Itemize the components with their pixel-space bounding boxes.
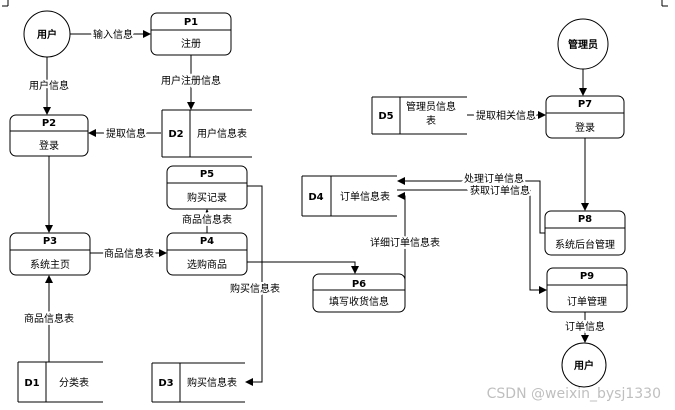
flow-order-info: 订单信息 <box>563 312 607 343</box>
process-p1: P1 注册 <box>150 12 232 56</box>
flow-fetch-related: 提取相关信息 <box>467 107 546 124</box>
process-p7: P7 登录 <box>545 95 625 139</box>
store-d1-name: 分类表 <box>59 376 89 389</box>
flow-p4-p6 <box>247 261 359 274</box>
flow-fetch-related-label: 提取相关信息 <box>476 109 536 122</box>
store-d2: D2 用户信息表 <box>161 109 252 158</box>
entity-user-bottom-label: 用户 <box>573 359 594 372</box>
flow-goods-d1-p3: 商品信息表 <box>22 275 76 362</box>
flow-detail-order-label: 详细订单信息表 <box>370 236 440 249</box>
flow-order-info-label: 订单信息 <box>565 320 605 333</box>
process-p1-name: 注册 <box>181 37 201 50</box>
store-d4-name: 订单信息表 <box>340 190 390 203</box>
flow-goods-p4-p5-label: 商品信息表 <box>182 213 232 226</box>
flow-user-info: 用户信息 <box>27 57 71 115</box>
flow-fetch-info: 提取信息 <box>88 125 161 142</box>
process-p3: P3 系统主页 <box>9 232 91 276</box>
process-p2-id: P2 <box>42 118 56 129</box>
flow-purchase-info: 购买信息表 <box>228 185 282 386</box>
process-p4-id: P4 <box>200 236 214 247</box>
flow-goods-d1-label: 商品信息表 <box>24 312 74 325</box>
process-p5-id: P5 <box>200 169 214 180</box>
process-p9: P9 订单管理 <box>546 267 628 313</box>
store-d5-name-line2: 表 <box>426 114 436 127</box>
flow-user-info-label: 用户信息 <box>29 79 69 92</box>
process-p7-id: P7 <box>578 99 592 110</box>
store-d2-name: 用户信息表 <box>197 127 247 140</box>
store-d2-id: D2 <box>168 129 183 140</box>
entity-user-top: 用户 <box>23 10 71 58</box>
store-d3-id: D3 <box>158 378 173 389</box>
flow-input-info-label: 输入信息 <box>93 28 133 41</box>
process-p9-name: 订单管理 <box>567 295 607 308</box>
store-d5: D5 管理员信息 表 <box>371 96 467 135</box>
process-p7-name: 登录 <box>575 121 595 134</box>
process-p1-id: P1 <box>184 17 198 28</box>
process-p8: P8 系统后台管理 <box>544 210 626 256</box>
entity-user-bottom: 用户 <box>561 342 607 388</box>
flow-process-order-label: 处理订单信息 <box>464 172 524 185</box>
flow-fetch-info-label: 提取信息 <box>106 127 146 140</box>
store-d3: D3 购买信息表 <box>151 362 245 403</box>
process-p4-name: 选购商品 <box>187 258 227 271</box>
process-p5-name: 购买记录 <box>187 191 227 204</box>
store-d3-name: 购买信息表 <box>187 376 237 389</box>
process-p3-id: P3 <box>43 236 57 247</box>
flow-process-order: 处理订单信息 <box>397 170 545 234</box>
flow-get-order-label: 获取订单信息 <box>470 184 530 197</box>
process-p6-name: 填写收货信息 <box>329 295 389 308</box>
process-p4: P4 选购商品 <box>166 232 248 276</box>
store-d5-id: D5 <box>378 111 393 122</box>
watermark: CSDN @weixin_bysj1330 <box>486 386 661 402</box>
flow-purchase-info-label: 购买信息表 <box>230 282 280 295</box>
flow-detail-order: 详细订单信息表 <box>368 192 442 293</box>
entity-user-top-label: 用户 <box>36 28 57 41</box>
flow-goods-p4-p5: 商品信息表 <box>180 209 234 233</box>
process-p8-name: 系统后台管理 <box>555 238 615 251</box>
process-p2-name: 登录 <box>39 139 59 152</box>
process-p8-id: P8 <box>578 214 592 225</box>
entity-admin-label: 管理员 <box>568 38 598 51</box>
process-p2: P2 登录 <box>9 114 89 157</box>
entity-admin: 管理员 <box>557 18 609 70</box>
store-d4: D4 订单信息表 <box>301 175 397 217</box>
flow-goods-p3-p4-label: 商品信息表 <box>104 247 154 260</box>
flow-input-info: 输入信息 <box>70 26 151 43</box>
process-p6-id: P6 <box>352 279 366 290</box>
process-p3-name: 系统主页 <box>30 258 70 271</box>
flow-goods-p3-p4: 商品信息表 <box>90 245 167 262</box>
corner-marks <box>2 0 668 7</box>
store-d1-id: D1 <box>24 378 39 389</box>
flow-user-reg-info-label: 用户注册信息 <box>161 74 221 87</box>
process-p6: P6 填写收货信息 <box>312 273 406 313</box>
process-p5: P5 购买记录 <box>166 165 248 210</box>
store-d1: D1 分类表 <box>17 361 103 403</box>
store-d4-id: D4 <box>308 192 323 203</box>
flow-user-reg-info: 用户注册信息 <box>159 55 223 110</box>
store-d5-name-line1: 管理员信息 <box>406 100 456 113</box>
process-p9-id: P9 <box>580 271 594 282</box>
flow-get-order: 获取订单信息 <box>397 182 547 294</box>
